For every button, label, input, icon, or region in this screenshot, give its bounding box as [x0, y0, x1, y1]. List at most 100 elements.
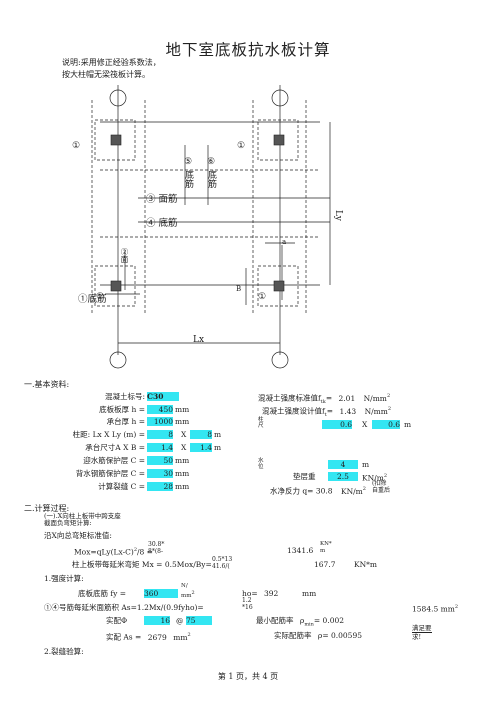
cap-size-sep: X	[181, 443, 187, 452]
column-strip-unit: KN*m	[354, 560, 378, 569]
fy-unit: N/ mm2	[181, 583, 195, 600]
ho-value: 392	[264, 589, 279, 598]
dimension-ly: Ly	[333, 210, 343, 221]
concrete-grade-label: 混凝土标号:	[104, 392, 145, 401]
label-1-bottom-rebar: ①底筋	[78, 294, 107, 305]
dimension-a: a	[282, 238, 287, 246]
cap-size-unit: m	[214, 443, 222, 452]
actual-as-unit: mm	[173, 632, 188, 642]
fy-unit-bottom: mm	[181, 592, 192, 599]
column-size-sep: X	[362, 420, 368, 429]
cushion-value[interactable]: 2.5	[328, 472, 358, 481]
fy-value[interactable]: 360	[144, 589, 178, 598]
cap-thickness-value[interactable]: 1000	[147, 417, 173, 426]
page-title: 地下室底板抗水板计算	[165, 41, 331, 59]
ho-label: ho=	[242, 589, 258, 598]
column-span-label: 柱距: Lx X Ly (m) =	[72, 430, 145, 439]
actual-as-value: 2679	[147, 632, 167, 642]
crack-cover-label: 计算裂缝 C =	[98, 482, 145, 491]
plate-thickness-value[interactable]: 450	[147, 405, 173, 414]
mox-unit-bottom: m	[320, 548, 326, 554]
water-level-label-2: 位	[258, 464, 264, 470]
min-ratio-sub: min	[304, 621, 314, 628]
water-level-unit: m	[362, 460, 370, 469]
mox-expression-bottom: 8*(8-	[148, 548, 164, 555]
mox-unit-top: KN*	[320, 541, 332, 547]
circle-label-1-bl: ①	[96, 292, 105, 302]
rebar-at: @	[176, 616, 184, 625]
water-level-label-1: 水	[258, 458, 264, 464]
rebar-diameter[interactable]: 16	[144, 616, 170, 625]
cover-water-unit: mm	[175, 456, 190, 465]
cushion-unit: KN/m	[362, 473, 384, 483]
column-strip-expression: 0.5*13 41.6/(	[212, 556, 232, 570]
actual-ratio-symbol: ρ	[317, 631, 323, 640]
column-span-x[interactable]: 8	[147, 430, 173, 439]
column-span-sep: X	[181, 430, 187, 439]
label-3-top-rebar: ③ 面筋	[146, 194, 178, 205]
fck-unit: N/mm	[363, 393, 387, 403]
check-result-line1: 满足要	[412, 624, 432, 633]
q-row: 水净反力 q= 30.8 KN/m2	[270, 486, 366, 496]
q-unit: KN/m	[340, 486, 363, 496]
as-value-row: 1584.5 mm2	[412, 604, 459, 614]
check-result: 满足要 求!	[412, 624, 432, 641]
cap-thickness-unit: mm	[175, 417, 190, 426]
min-ratio-row: 最小配筋率 ρmin= 0.002	[256, 616, 344, 630]
mox-label2: /8 =	[137, 547, 153, 557]
mox-expression-top: 30.8*	[148, 541, 165, 548]
cap-thickness-label: 承台厚 h =	[106, 417, 145, 426]
crack-cover-value[interactable]: 28	[147, 482, 173, 491]
mox-label: Mox=qLy(Lx-C)	[74, 547, 134, 557]
concrete-grade-value[interactable]: C30	[147, 392, 179, 401]
explanation-note: 说明:采用修正经验系数法，按大柱帽无梁筏板计算。	[62, 58, 161, 79]
column-strip-expression-top: 0.5*13	[212, 556, 233, 563]
crack-heading: 2.裂缝验算:	[44, 647, 84, 656]
column-size-a[interactable]: 0.6	[322, 420, 352, 429]
column-size-unit: m	[404, 420, 412, 429]
page-footer: 第 1 页，共 4 页	[217, 672, 279, 681]
cushion-unit-row: KN/m2	[362, 473, 387, 483]
mox-unit: KN* m	[320, 541, 332, 555]
fy-unit-bottom-row: mm2	[181, 590, 195, 599]
min-ratio-value: = 0.002	[313, 616, 345, 625]
ft-label: 混凝土强度设计值f	[262, 406, 325, 416]
column-span-y[interactable]: 8	[190, 430, 212, 439]
cushion-label: 垫层重	[293, 472, 316, 481]
column-strip-value: 167.7	[314, 560, 336, 569]
column-size-label: 柱 尺	[258, 417, 264, 429]
fck-eq: =	[325, 393, 333, 403]
label-2-top-rebar: ②面	[120, 248, 129, 263]
cap-size-label: 承台尺寸A X B =	[85, 443, 145, 452]
mox-formula: Mox=qLy(Lx-C)2/8 =	[74, 547, 153, 557]
section-calculation: 二.计算过程:	[24, 504, 70, 513]
cap-size-a[interactable]: 1.4	[147, 443, 173, 452]
column-grid-diagram	[91, 85, 331, 369]
sub1-line2: 截面负弯矩计算:	[44, 519, 92, 527]
q-note-2: 自重后	[372, 487, 391, 494]
actual-ratio-row: 实际配筋率 ρ= 0.00595	[274, 631, 362, 640]
fck-label: 混凝土强度标准值f	[258, 393, 321, 403]
ft-sub: t	[324, 412, 327, 418]
cover-back-value[interactable]: 30	[147, 469, 173, 478]
as-value: 1584.5	[412, 604, 439, 614]
fy-unit-top: N/	[181, 583, 188, 589]
water-level-label: 水 位	[258, 458, 264, 470]
fy-label: 底板底筋 fy =	[78, 589, 127, 598]
circle-label-1-br: ①	[258, 292, 267, 302]
column-span-unit: m	[214, 430, 222, 439]
column-size-b[interactable]: 0.6	[372, 420, 400, 429]
min-ratio-label: 最小配筋率	[256, 616, 294, 625]
cover-water-value[interactable]: 50	[147, 456, 173, 465]
actual-ratio-value: = 0.00595	[322, 631, 362, 640]
label-5-rebar: ⑤ 底筋	[183, 157, 193, 188]
column-strip-label: 柱上板带每延米弯矩 Mx = 0.5Mox/By=	[72, 560, 212, 569]
q-label: 水净反力 q=	[270, 486, 314, 496]
cap-size-b[interactable]: 1.4	[190, 443, 212, 452]
column-size-label-1: 柱	[258, 417, 264, 423]
water-level-value[interactable]: 4	[328, 460, 358, 469]
as-expression: 1.2 *16	[242, 597, 253, 611]
as-expression-bottom: *16	[242, 604, 253, 611]
rebar-spacing[interactable]: 75	[186, 616, 212, 625]
as-expression-top: 1.2	[242, 597, 252, 604]
